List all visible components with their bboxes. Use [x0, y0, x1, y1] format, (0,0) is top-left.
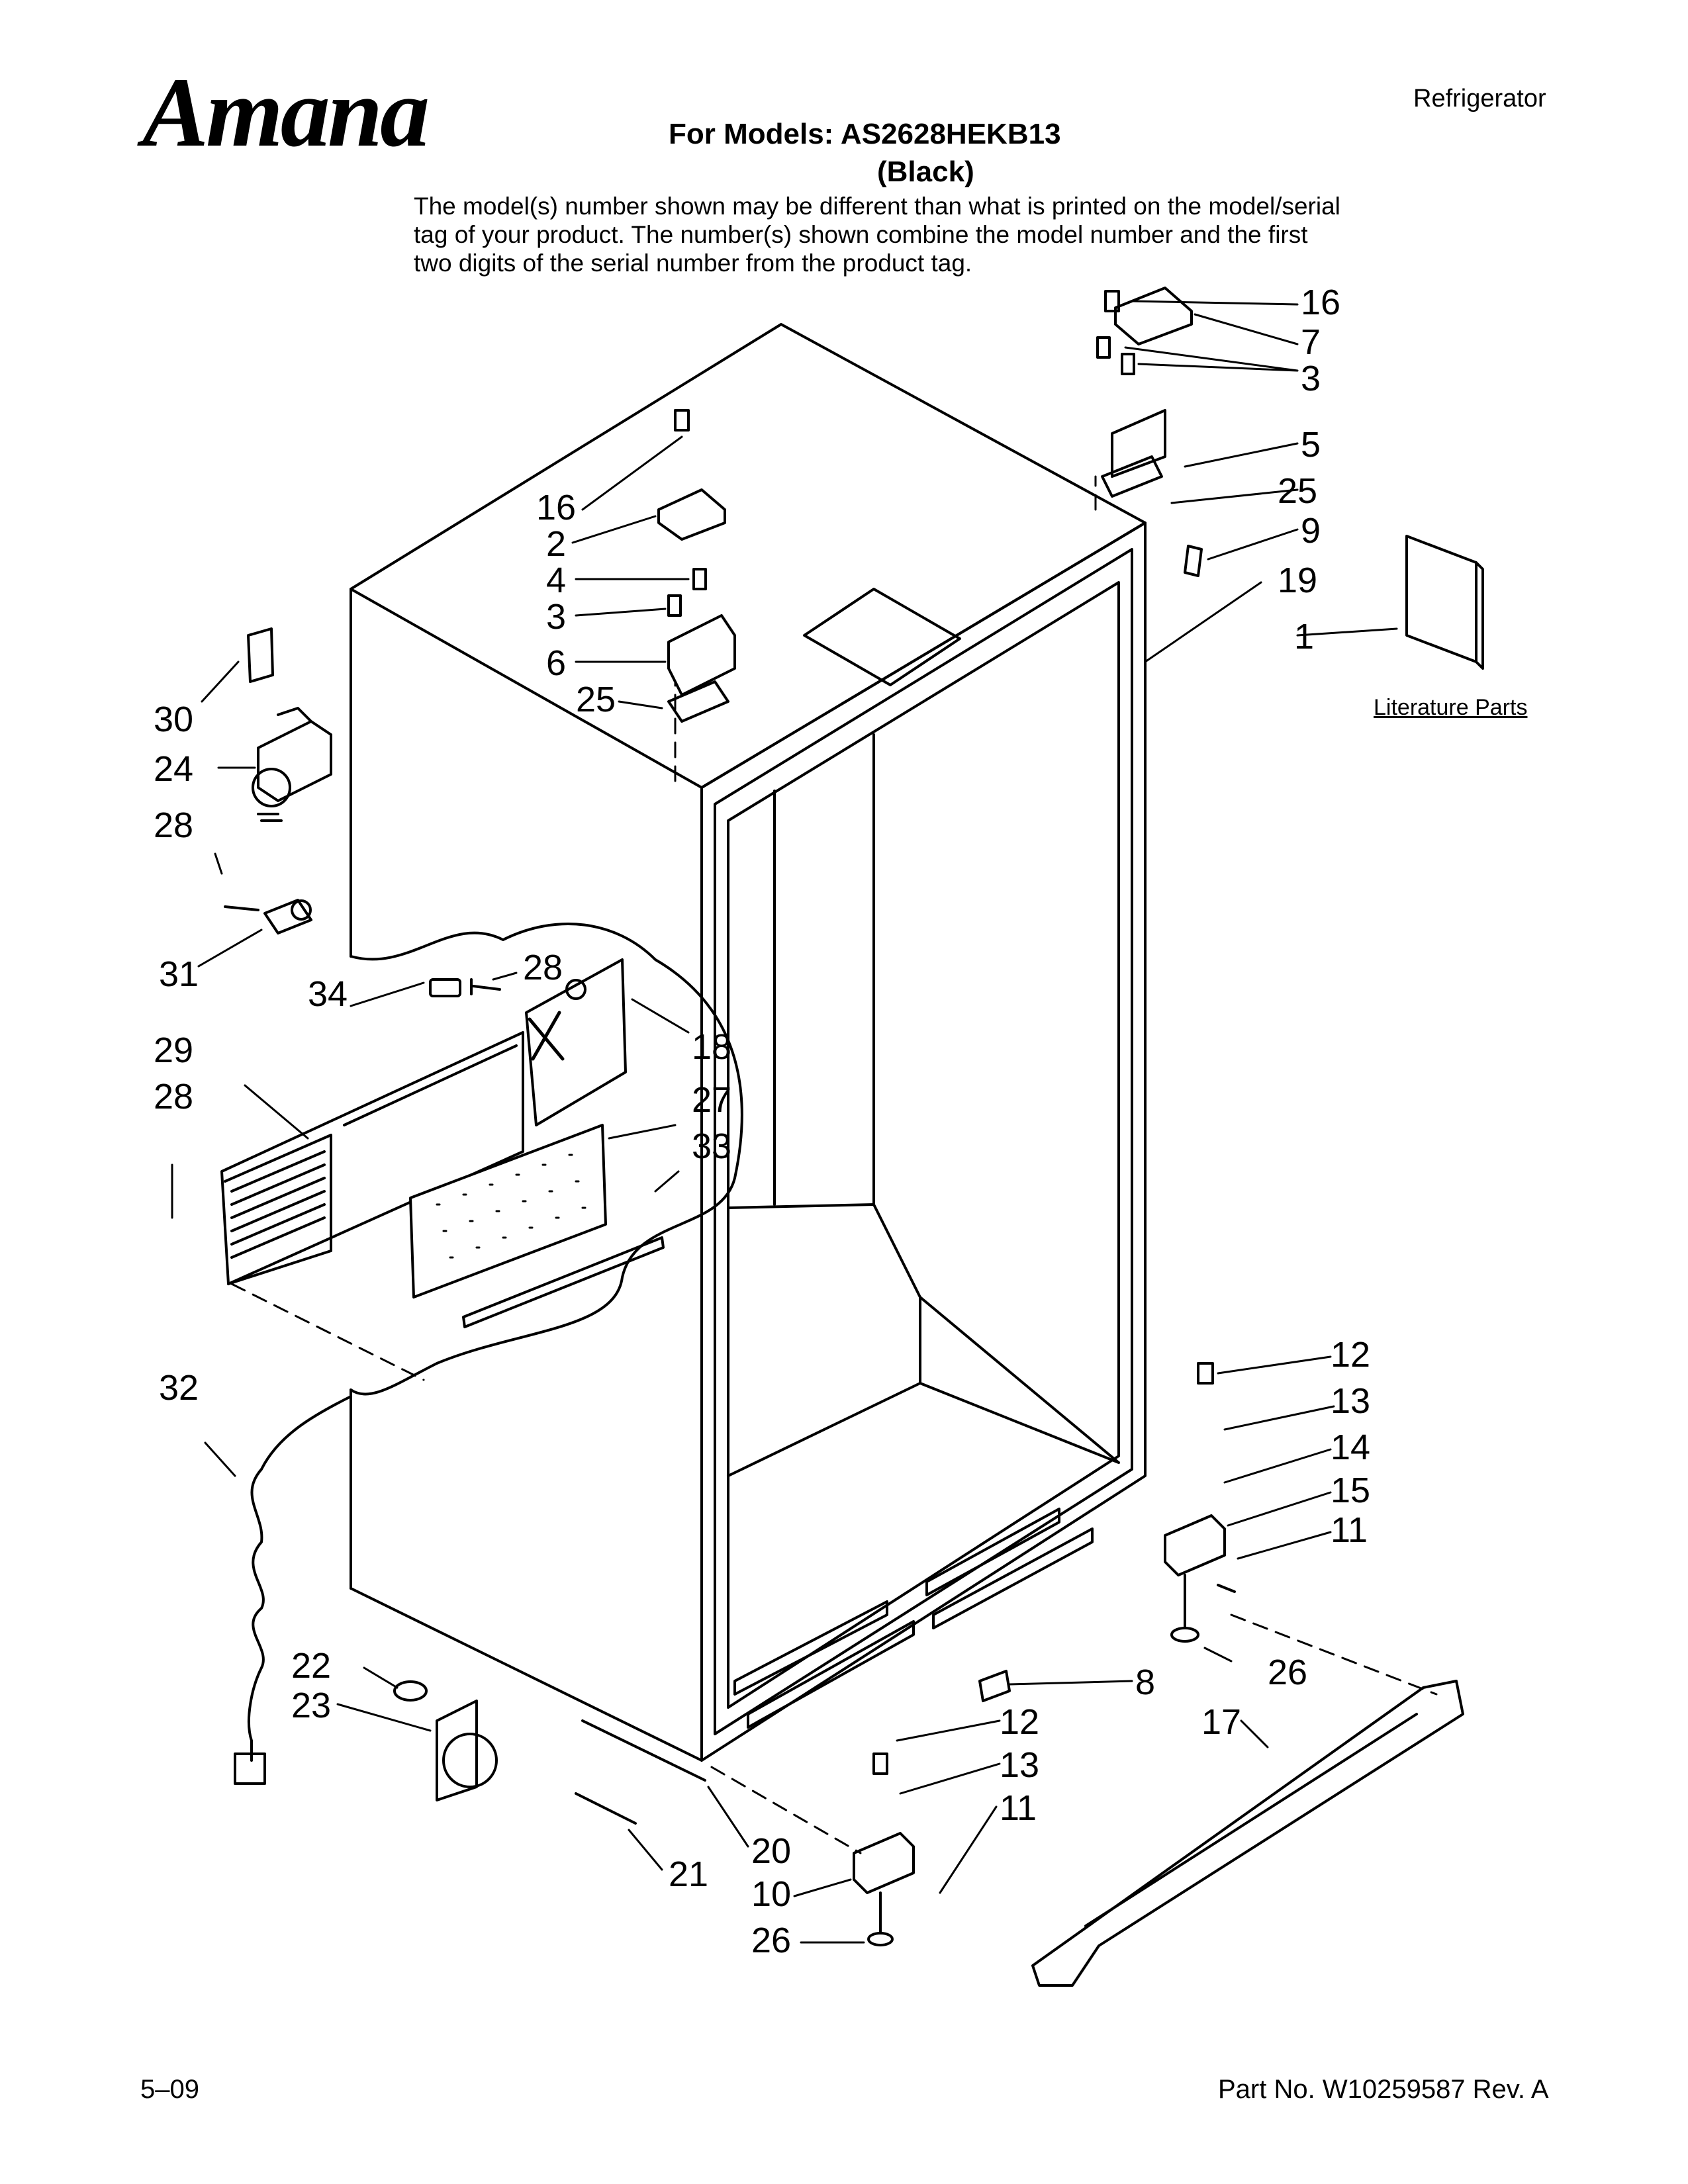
callout-34: 34 — [308, 974, 348, 1014]
callout-3-left: 3 — [546, 597, 567, 637]
callout-11-right: 11 — [1331, 1510, 1368, 1550]
models-line: For Models: AS2628HEKB13 — [669, 118, 1061, 150]
roller-wheel — [442, 1733, 498, 1788]
callout-1: 1 — [1294, 617, 1315, 657]
bottom-front-hinge — [853, 1752, 915, 1946]
power-cord — [247, 1395, 352, 1762]
cabinet — [350, 323, 1147, 1762]
callout-28-valve: 28 — [154, 805, 194, 845]
callout-28-detail: 28 — [523, 948, 563, 987]
callout-27: 27 — [692, 1080, 732, 1120]
seal-strip — [462, 1236, 665, 1328]
callout-25-left: 25 — [576, 680, 616, 719]
callout-19: 19 — [1278, 561, 1318, 600]
base-grille — [1031, 1680, 1464, 1987]
callout-16-left: 16 — [536, 488, 577, 527]
callout-25-top: 25 — [1278, 471, 1318, 511]
color-line: (Black) — [877, 156, 974, 188]
back-panel — [220, 1031, 524, 1285]
water-valve — [252, 707, 332, 822]
literature-parts-label: Literature Parts — [1374, 695, 1528, 720]
callout-7: 7 — [1301, 322, 1321, 362]
callout-9: 9 — [1301, 511, 1321, 551]
access-panel — [525, 958, 627, 1126]
model-note: The model(s) number shown may be differe… — [414, 193, 1340, 277]
callout-31: 31 — [159, 954, 199, 994]
foam-pad — [409, 1124, 607, 1298]
callout-24: 24 — [154, 749, 194, 789]
callout-13-bottom: 13 — [1000, 1745, 1040, 1785]
document-type: Refrigerator — [1413, 85, 1546, 113]
callout-23: 23 — [291, 1686, 332, 1725]
callout-12-right: 12 — [1331, 1335, 1371, 1375]
callout-16-top: 16 — [1301, 283, 1341, 322]
detail-bubble — [350, 923, 743, 1396]
callout-12-bottom: 12 — [1000, 1702, 1040, 1742]
leader-lines — [171, 300, 1398, 1944]
callout-33: 33 — [692, 1126, 732, 1166]
callout-3-top: 3 — [1301, 359, 1321, 398]
literature-booklet — [1405, 535, 1477, 663]
callout-26-right: 26 — [1268, 1653, 1308, 1692]
callout-22: 22 — [291, 1646, 332, 1686]
callout-32: 32 — [159, 1368, 199, 1408]
callout-17: 17 — [1201, 1702, 1242, 1742]
callout-11-bottom: 11 — [1000, 1788, 1037, 1828]
callout-15: 15 — [1331, 1471, 1371, 1510]
callout-4: 4 — [546, 561, 567, 600]
foam-dots — [436, 1154, 586, 1259]
top-right-hinge-parts — [1096, 287, 1203, 577]
callout-13-right: 13 — [1331, 1381, 1371, 1421]
callout-6: 6 — [546, 643, 567, 683]
callout-2: 2 — [546, 524, 567, 564]
callout-29: 29 — [154, 1030, 194, 1070]
brand-logo: Amana — [142, 58, 430, 167]
part-number: Part No. W10259587 Rev. A — [1218, 2075, 1549, 2104]
callout-8: 8 — [1135, 1662, 1156, 1702]
clip-part — [429, 978, 461, 997]
guide-lines — [230, 475, 1438, 1854]
callout-26-bottom: 26 — [751, 1921, 792, 1960]
callout-21: 21 — [669, 1854, 709, 1894]
revision-date: 5–09 — [140, 2075, 199, 2104]
callout-30: 30 — [154, 700, 194, 739]
top-left-hinge-parts — [657, 409, 736, 723]
right-bottom-hinge — [1164, 1362, 1236, 1643]
bracket — [263, 899, 312, 934]
callout-5: 5 — [1301, 425, 1321, 465]
callout-20: 20 — [751, 1831, 792, 1871]
tube-clip — [247, 627, 274, 683]
callout-10: 10 — [751, 1874, 792, 1914]
callout-18: 18 — [692, 1027, 732, 1067]
callout-28-panel: 28 — [154, 1077, 194, 1116]
callout-14: 14 — [1331, 1428, 1371, 1467]
